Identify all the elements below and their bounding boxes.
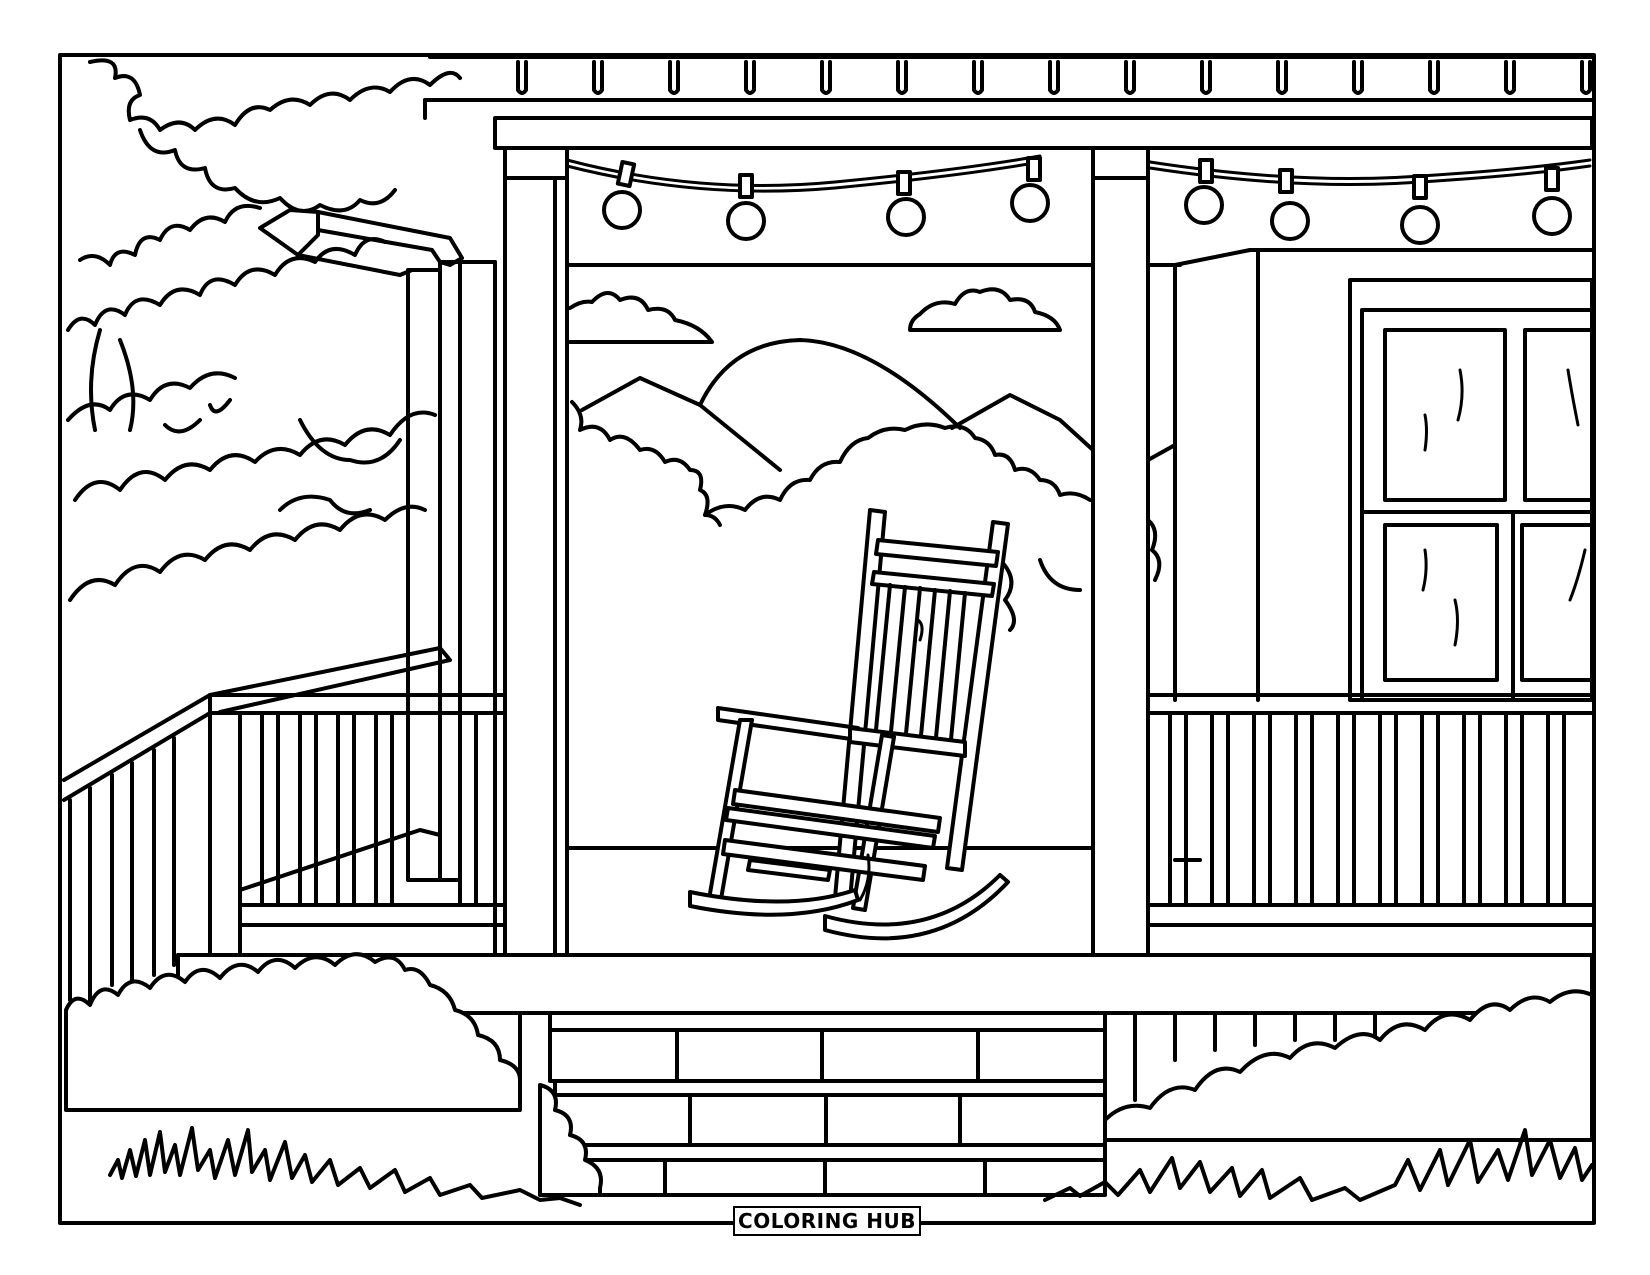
front-bushes xyxy=(64,952,1594,1207)
left-porch-wing xyxy=(258,208,497,957)
left-railing xyxy=(62,646,507,1002)
house-wall xyxy=(1146,248,1594,702)
background-scene xyxy=(566,263,1095,632)
bush xyxy=(570,400,722,527)
watermark-label: COLORING HUB xyxy=(733,1206,921,1236)
cloud-icon xyxy=(568,291,714,344)
house-window xyxy=(1348,278,1594,702)
left-trees xyxy=(66,58,462,602)
rocking-chair-icon xyxy=(688,508,1010,941)
string-lights-icon xyxy=(565,154,1592,245)
cloud-icon xyxy=(908,287,1062,332)
porch-steps xyxy=(548,1011,1107,1197)
bush xyxy=(703,422,1092,517)
right-railing xyxy=(1146,693,1594,927)
porch-skirting xyxy=(518,1011,1377,1122)
porch-posts xyxy=(503,146,1182,957)
roof-eave xyxy=(423,55,1594,150)
sun-icon xyxy=(698,338,962,430)
